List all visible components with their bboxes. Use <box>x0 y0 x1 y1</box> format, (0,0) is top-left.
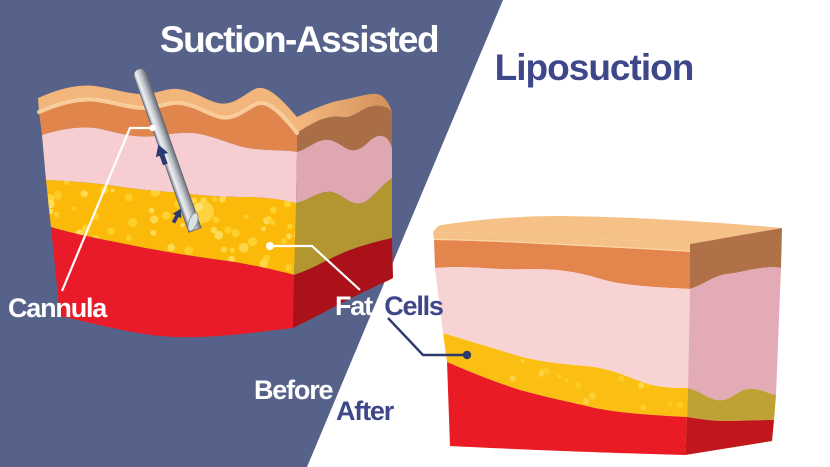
page-title-line1: Suction-Assisted <box>160 19 438 60</box>
fat-cell-dot <box>543 367 551 375</box>
fat-cell-dot <box>270 220 276 226</box>
fat-cell-dot <box>564 378 569 383</box>
fat-cell-dot <box>287 223 293 230</box>
fat-cell-dot <box>520 359 525 363</box>
fat-cell-dot <box>286 233 292 240</box>
leader-lines <box>60 124 472 360</box>
fat-cell-dot <box>280 238 287 245</box>
page-title-line2: Liposuction <box>495 47 694 88</box>
after-muscle-layer <box>447 362 687 455</box>
cannula-leader-line <box>60 126 150 292</box>
fat-cell-dot <box>266 216 272 222</box>
cannula-leader-dot <box>149 124 156 132</box>
fat-cell-dot <box>229 247 236 253</box>
fat-cell-dot <box>221 246 227 253</box>
fat-cell-dot <box>443 333 447 338</box>
fat-cell-dot <box>238 242 249 253</box>
before-epidermis-layer <box>39 99 297 152</box>
after-side-muscle <box>685 417 774 455</box>
fat-cell-dot <box>677 402 683 408</box>
fat-cells-leader-line-before <box>271 244 361 291</box>
fat-cell-dot <box>646 384 650 388</box>
fat-cell-dot <box>148 207 155 214</box>
after-dermis-layer <box>435 267 690 388</box>
fat-cell-dot <box>638 382 645 389</box>
fat-cell-dot <box>539 368 544 373</box>
fat-cells-leader-line-after <box>387 317 464 357</box>
fat-cell-dot <box>184 246 194 255</box>
fat-cells-label: Fat Cells <box>335 291 443 321</box>
after-fat-layer <box>443 333 688 417</box>
after-skin-block <box>433 216 782 455</box>
before-side-epidermis <box>297 105 392 152</box>
fat-cell-dot <box>167 243 175 252</box>
fat-cell-dot <box>263 254 271 262</box>
fat-cell-dot <box>124 193 133 202</box>
cannula-label: Cannula <box>8 293 108 323</box>
after-side-epidermis <box>690 228 782 289</box>
after-top-face <box>433 216 782 244</box>
after-side-dermis <box>688 267 781 401</box>
fat-cell-dot <box>180 222 185 228</box>
fat-cell-dot <box>107 227 115 235</box>
fat-cell-dot <box>53 211 60 218</box>
fat-cell-dot <box>125 235 132 241</box>
fat-cell-dot <box>212 216 220 224</box>
fat-cell-dot <box>231 229 240 238</box>
fat-cells-leader-dot-after <box>462 350 472 360</box>
fat-cell-dot <box>640 404 647 411</box>
fat-cells-label-white-part: Fat <box>335 291 373 321</box>
fat-cell-dot <box>509 375 516 382</box>
before-side-muscle <box>293 238 393 328</box>
after-side-fat <box>687 388 776 421</box>
after-top-lip-strip <box>433 232 690 252</box>
fat-blob-highlight <box>195 203 203 211</box>
suction-arrow-icon <box>155 144 169 166</box>
before-top-face <box>38 85 392 133</box>
fat-cell-dot <box>538 370 545 377</box>
before-side-dermis <box>296 135 392 204</box>
fat-cell-dot <box>53 190 63 200</box>
fat-cell-dot <box>575 382 582 389</box>
fat-cell-dot <box>668 402 672 406</box>
before-label: Before <box>254 375 334 405</box>
fat-cell-dot <box>210 226 218 234</box>
fat-cell-dot <box>191 197 197 204</box>
fat-cells-leader-dot-before <box>266 242 274 250</box>
before-muscle-layer <box>51 227 295 338</box>
intake-arrow-icon <box>171 208 182 224</box>
fat-cell-dot <box>618 375 625 382</box>
fat-cell-dot <box>228 256 235 263</box>
fat-cell-dot <box>72 206 77 211</box>
fat-cell-dot <box>260 226 267 232</box>
fat-cell-dot <box>269 206 277 214</box>
fat-cell-dot <box>284 200 292 208</box>
cannula-rod <box>133 68 202 233</box>
fat-cell-dot <box>150 229 157 236</box>
fat-cell-dot <box>214 230 224 240</box>
fat-cell-dot <box>110 188 115 193</box>
after-epidermis-layer <box>434 240 690 289</box>
fat-cell-dot <box>219 196 226 203</box>
fat-cell-dot <box>224 226 232 234</box>
fat-cell-dot <box>150 215 159 224</box>
fat-cell-dot <box>212 196 218 202</box>
fat-cells-label-navy-part: Cells <box>384 291 443 321</box>
cannula-bevel-opening <box>187 212 199 232</box>
fat-cell-dot <box>285 264 292 271</box>
fat-cell-dot <box>582 398 590 405</box>
after-label: After <box>336 396 395 426</box>
before-top-lip-highlight <box>37 97 299 135</box>
fat-cell-dot <box>557 374 562 379</box>
fat-cell-dot <box>80 190 89 198</box>
fat-cell-dot <box>162 211 171 220</box>
fat-cell-dot <box>588 392 596 400</box>
cannula-instrument <box>133 68 214 233</box>
fat-cell-dot <box>248 237 257 247</box>
fat-cell-dot <box>128 217 138 228</box>
fat-cell-dot <box>244 214 249 220</box>
